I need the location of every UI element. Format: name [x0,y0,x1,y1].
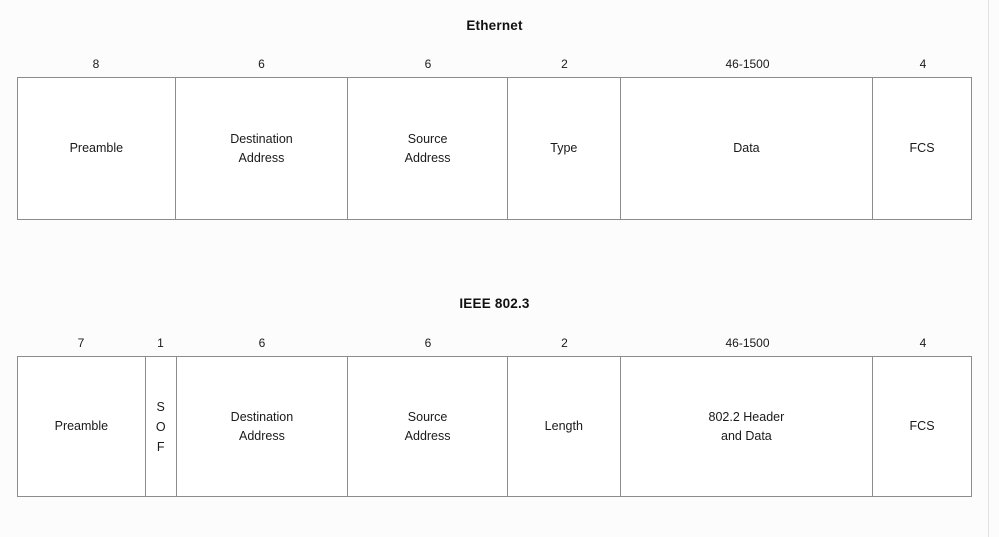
field-label: Preamble [69,141,124,155]
size-label-row-ethernet: 8 6 6 2 46-1500 4 [17,57,972,77]
size-label-ieee-802-3-source-address: 6 [424,336,432,350]
field-ieee-802-3-preamble: Preamble [18,357,146,496]
field-ethernet-fcs: FCS [873,78,971,219]
size-label-ieee-802-3-length: 2 [561,336,568,350]
field-ethernet-preamble: Preamble [18,78,176,219]
size-label-ethernet-destination-address: 6 [258,57,265,71]
size-label-ethernet-preamble: 8 [92,57,100,71]
size-label-ieee-802-3-header-and-data: 46-1500 [725,336,770,350]
field-ieee-802-3-fcs: FCS [873,357,971,496]
size-label-ethernet-type: 2 [561,57,568,71]
field-ethernet-data: Data [621,78,874,219]
size-label-ethernet-fcs: 4 [919,57,927,71]
field-ieee-802-3-length: Length [508,357,621,496]
field-label: Type [550,141,578,155]
size-label-ieee-802-3-fcs: 4 [919,336,927,350]
size-label-ieee-802-3-destination-address: 6 [258,336,266,350]
size-label-ethernet-data: 46-1500 [725,57,770,71]
size-label-ieee-802-3-sof: 1 [157,336,164,350]
size-label-row-ieee-802-3: 7 1 6 6 2 46-1500 4 [17,336,972,356]
field-label: Length [544,419,583,433]
field-label-glyph: O [155,419,166,434]
field-label: Data [733,141,760,155]
figure-title-ieee-802-3: IEEE 802.3 [459,296,530,311]
page-edge-rule [988,0,989,537]
field-label: FCS [909,419,935,433]
size-label-ieee-802-3-preamble: 7 [77,336,85,350]
field-label-glyph: F [156,439,165,454]
field-label: Preamble [54,419,109,433]
field-label: FCS [909,141,935,155]
figure-title-ethernet: Ethernet [466,18,523,33]
field-label-glyph: S [156,399,165,414]
field-ethernet-type: Type [508,78,621,219]
figure-ethernet: Ethernet 8 6 6 2 46-1500 4 Preamble Destinatio… [0,18,999,220]
size-label-ethernet-source-address: 6 [424,57,432,71]
